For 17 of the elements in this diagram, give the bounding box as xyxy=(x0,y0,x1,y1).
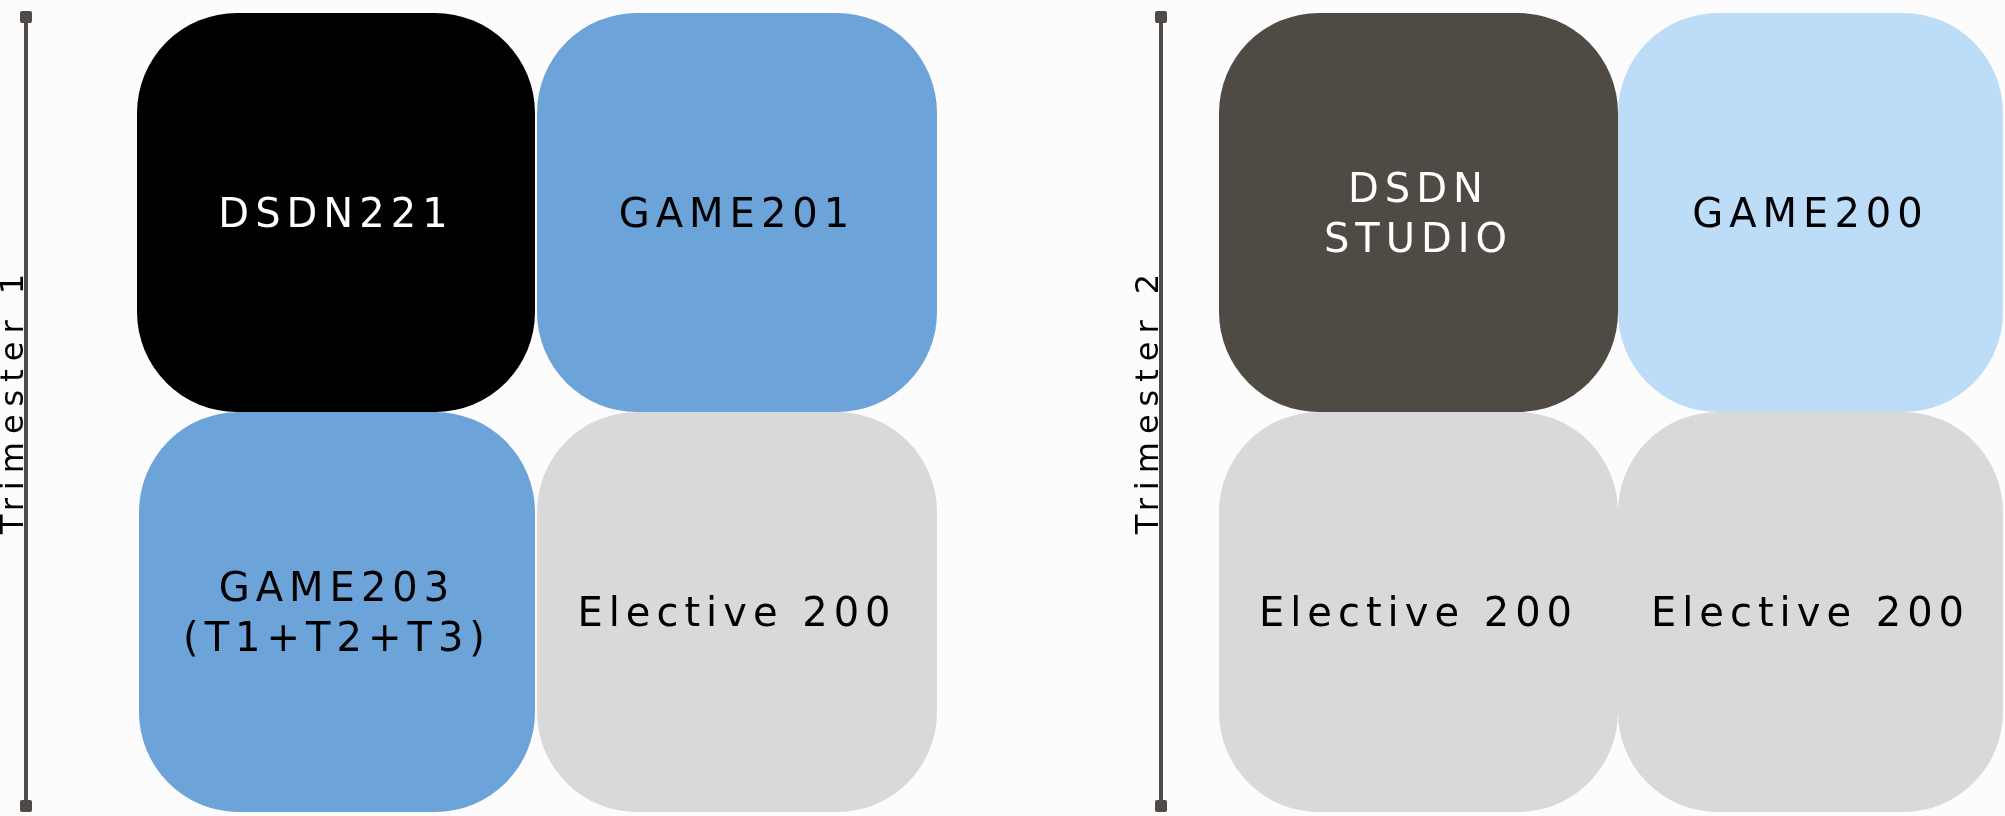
course-tile xyxy=(1618,412,2003,812)
trimester-label: Trimester 2 xyxy=(1128,265,1167,535)
course-code: Elective 200 xyxy=(1258,588,1579,637)
course-tile xyxy=(1219,13,1618,412)
course-code: GAME203 (T1+T2+T3) xyxy=(182,563,492,662)
course-code: Elective 200 xyxy=(1650,588,1971,637)
course-tile xyxy=(137,13,535,412)
course-tile xyxy=(1618,13,2003,412)
course-tile xyxy=(537,13,937,412)
course-code: DSDN221 xyxy=(218,188,454,238)
course-code: Elective 200 xyxy=(577,588,897,637)
course-code: GAME200 xyxy=(1692,188,1929,238)
course-tile xyxy=(1219,412,1618,812)
course-code: DSDN STUDIO xyxy=(1322,163,1515,263)
course-tile xyxy=(139,412,535,812)
course-tile xyxy=(537,412,937,812)
course-code: GAME201 xyxy=(618,188,856,238)
